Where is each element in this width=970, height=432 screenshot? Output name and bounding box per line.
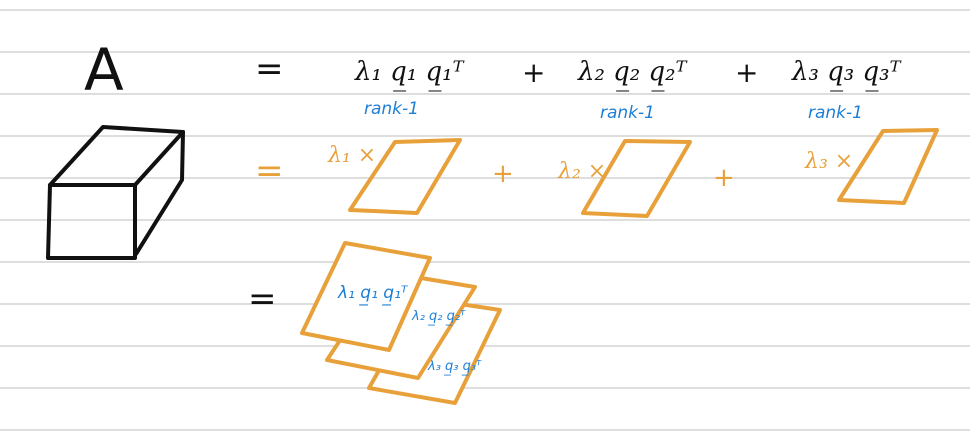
sheet-1 — [348, 138, 462, 215]
row-3-equals: = — [248, 279, 277, 319]
term-1-rank-label: rank-1 — [364, 99, 419, 119]
stacked-sheet-1 — [300, 241, 432, 352]
term-2-expression: λ₂ q̲₂ q̲₂ᵀ — [577, 57, 688, 92]
term-1-expression: λ₁ q̲₁ q̲₁ᵀ — [354, 57, 465, 92]
term-3-expression: λ₃ q̲₃ q̲₃ᵀ — [791, 57, 902, 92]
term-3-rank-label: rank-1 — [808, 103, 863, 123]
row-2-plus-1: + — [492, 159, 514, 189]
ruled-lines — [0, 9, 970, 431]
coeff-2: λ₂ × — [557, 159, 606, 184]
row-3-equation: = λ₃ q̲₃ q̲₃ᵀ λ₂ q̲₂ q̲₂ᵀ λ₁ q̲₁ q̲₁ᵀ — [248, 241, 502, 405]
sheet-3 — [837, 128, 939, 205]
row-1-plus-2: + — [735, 56, 758, 89]
coeff-1: λ₁ × — [327, 143, 376, 168]
row-2-equation: = λ₁ × + λ₂ × + λ₃ × — [255, 128, 939, 218]
stack-label-3: λ₃ q̲₃ q̲₃ᵀ — [427, 359, 482, 376]
coeff-3: λ₃ × — [804, 149, 853, 174]
row-1-equals: = — [255, 49, 284, 89]
stack-label-1: λ₁ q̲₁ q̲₁ᵀ — [337, 283, 409, 307]
matrix-label: A — [84, 36, 124, 104]
stack-label-2: λ₂ q̲₂ q̲₂ᵀ — [411, 309, 466, 326]
row-2-equals: = — [255, 151, 284, 191]
row-1-equation: = λ₁ q̲₁ q̲₁ᵀ rank-1 + λ₂ q̲₂ q̲₂ᵀ rank-… — [255, 49, 902, 123]
term-2-rank-label: rank-1 — [600, 103, 655, 123]
row-2-plus-2: + — [713, 163, 735, 193]
cuboid-drawing — [46, 125, 185, 260]
row-1-plus-1: + — [522, 56, 545, 89]
sheet-2 — [581, 139, 692, 218]
